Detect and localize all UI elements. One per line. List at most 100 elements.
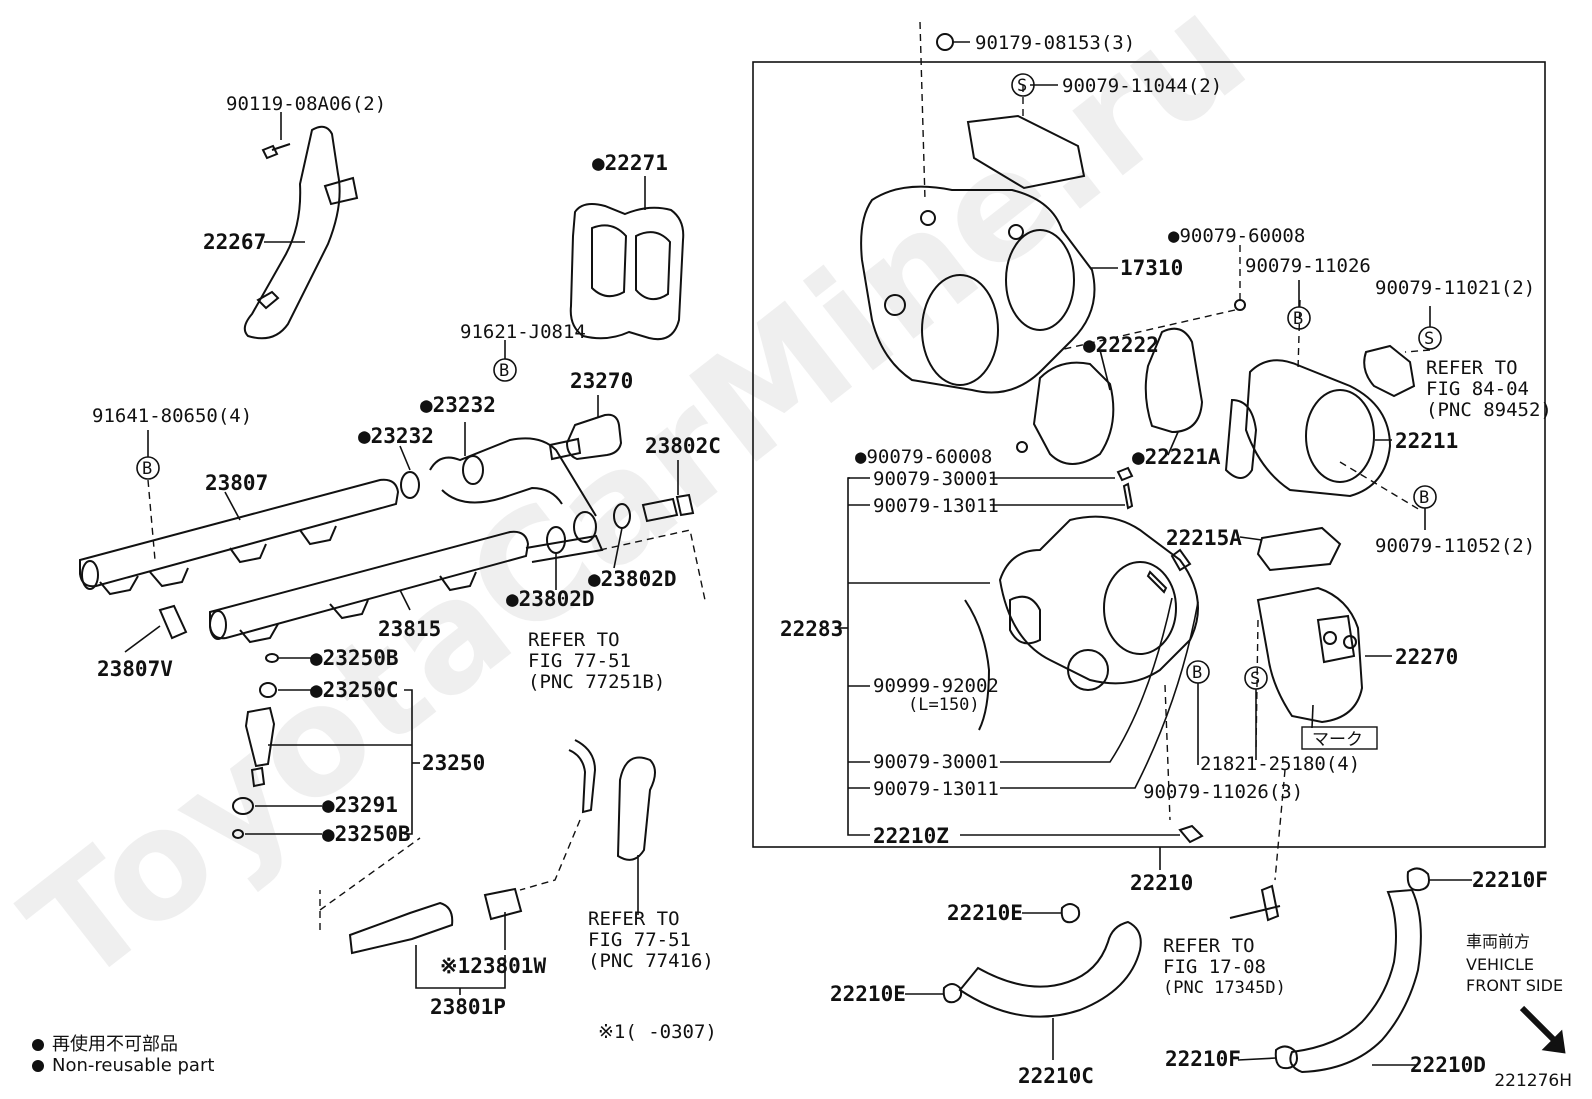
leader-line <box>1000 601 1199 789</box>
pipe-17345d-icon <box>1229 884 1281 922</box>
label-22210z: 22210Z <box>873 824 949 848</box>
clamp-22210e-icon <box>942 983 963 1004</box>
label-refer-77416-3: (PNC 77416) <box>588 950 714 972</box>
gasket-22222-icon <box>1032 361 1115 465</box>
bracket-77416-icon <box>616 756 656 861</box>
label-note-0307: ※1( -0307) <box>598 1021 717 1043</box>
clip-23801w-icon <box>483 887 523 921</box>
fuel-pipe <box>429 437 597 517</box>
sensor-89452-icon <box>1363 344 1416 398</box>
label-22210d: 22210D <box>1410 1053 1486 1077</box>
label-22222: ●22222 <box>1083 333 1159 357</box>
label-22210: 22210 <box>1130 871 1193 895</box>
label-23232-upper: ●23232 <box>420 393 496 417</box>
leader-line <box>1099 349 1111 391</box>
leader-line <box>399 445 411 471</box>
label-90079-11021: 90079-11021(2) <box>1375 277 1535 299</box>
label-90079-11044: 90079-11044(2) <box>1062 75 1222 97</box>
hose-22210d-icon <box>1289 888 1422 1074</box>
hose-90999-icon <box>964 599 991 731</box>
badge-b: B <box>1413 485 1437 509</box>
label-22283: 22283 <box>780 617 843 641</box>
badge-b: B <box>493 358 517 382</box>
label-22211: 22211 <box>1395 429 1458 453</box>
label-mark: マーク <box>1312 730 1363 750</box>
leader-dashed <box>319 837 421 930</box>
label-refer-77416-2: FIG 77-51 <box>588 929 691 951</box>
label-front-jp: 車両前方 <box>1466 932 1530 951</box>
label-23802d-right: ●23802D <box>588 567 677 591</box>
label-23807v: 23807V <box>97 657 173 681</box>
svg-text:B: B <box>1293 309 1303 329</box>
label-23250c: ●23250C <box>310 678 399 702</box>
clamp-22210f-icon <box>1274 1045 1298 1070</box>
delivery-pipe-23807 <box>79 478 400 596</box>
label-refer-77251-2: FIG 77-51 <box>528 650 631 672</box>
label-22210e-bottom: 22210E <box>830 982 906 1006</box>
label-91621: 91621-J0814 <box>460 321 586 343</box>
svg-text:B: B <box>142 459 152 479</box>
legend-en: Non-reusable part <box>32 1055 214 1076</box>
screw-90079-13011-icon <box>1122 482 1134 510</box>
figure-id: 221276H <box>1494 1071 1572 1091</box>
gasket-22271 <box>569 203 685 341</box>
intake-manifold-17310 <box>860 185 1096 394</box>
label-23801p: 23801P <box>430 995 506 1019</box>
label-23801w: ※123801W <box>440 954 546 978</box>
svg-text:B: B <box>499 361 509 381</box>
leader-dashed <box>519 819 581 891</box>
bolt-icon <box>261 143 291 160</box>
badge-s: S <box>1418 326 1442 350</box>
label-21821: 21821-25180(4) <box>1200 753 1360 775</box>
gasket-port-left <box>591 224 628 298</box>
delivery-pipe-23815 <box>209 530 604 644</box>
gasket-22215a-icon <box>1256 526 1342 572</box>
badge-b: B <box>1186 660 1210 684</box>
sensor-23270-icon <box>548 413 623 461</box>
mark-box <box>1301 726 1378 750</box>
bracket-line <box>847 477 870 836</box>
leader-line <box>1239 536 1263 541</box>
label-17310: 17310 <box>1120 256 1183 280</box>
leader-line <box>124 625 161 653</box>
svg-text:B: B <box>1192 663 1202 683</box>
bullet-icon <box>32 1039 44 1051</box>
gasket-22221a-icon <box>1144 327 1204 434</box>
label-refer-77251-3: (PNC 77251B) <box>528 671 665 693</box>
badge-s: S <box>1244 666 1268 690</box>
vacuum-hose-icon <box>568 739 597 814</box>
label-refer-77416-1: REFER TO <box>588 908 680 930</box>
label-90079-60008-lower: ●90079-60008 <box>855 446 992 468</box>
label-22215a: 22215A <box>1166 526 1242 550</box>
bracket-slot <box>256 290 280 310</box>
label-90079-13011-upper: 90079-13011 <box>873 495 999 517</box>
label-23250: 23250 <box>422 751 485 775</box>
svg-text:S: S <box>1250 669 1260 689</box>
label-23802d-left: ●23802D <box>506 587 595 611</box>
label-front-vehicle: VEHICLE <box>1466 955 1534 974</box>
label-22210c: 22210C <box>1018 1064 1094 1088</box>
leader-dashed <box>599 529 706 601</box>
bullet-icon <box>32 1060 44 1072</box>
leader-line <box>1311 704 1314 729</box>
leader-line <box>224 491 241 521</box>
badge-s: S <box>1011 73 1035 97</box>
hose-22210c-icon <box>958 920 1142 1018</box>
leader-line <box>1237 1057 1277 1061</box>
leader-dashed <box>919 21 926 201</box>
label-23815: 23815 <box>378 617 441 641</box>
leader-dashed <box>1164 684 1171 821</box>
label-90119: 90119-08A06(2) <box>226 93 386 115</box>
label-90179: 90179-08153(3) <box>975 32 1135 54</box>
label-23232-lower: ●23232 <box>358 424 434 448</box>
o-ring-icon <box>1234 299 1246 311</box>
label-23250b-top: ●23250B <box>310 646 399 670</box>
union-bolt-23802c-icon <box>641 493 695 523</box>
clamp-22210f-icon <box>1406 867 1430 892</box>
label-22271: ●22271 <box>592 151 668 175</box>
injector-23250-icon <box>232 653 279 839</box>
badge-b: B <box>136 456 160 480</box>
label-refer-17-2: FIG 17-08 <box>1163 956 1266 978</box>
label-91641: 91641-80650(4) <box>92 405 252 427</box>
svg-text:S: S <box>1424 329 1434 349</box>
